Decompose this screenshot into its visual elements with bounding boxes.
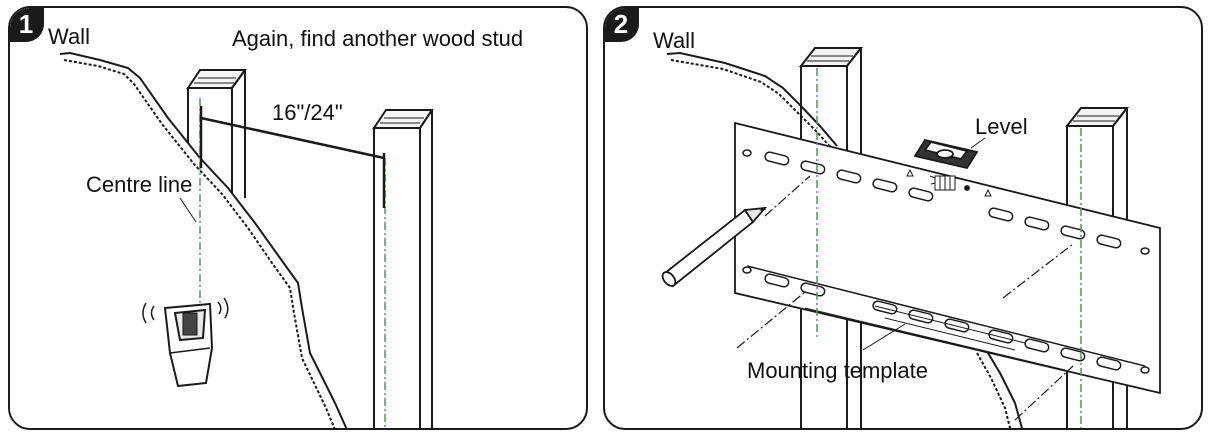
wall-label: Wall — [653, 28, 695, 53]
level-label: Level — [975, 114, 1028, 139]
step-1-panel: 1 — [8, 6, 588, 430]
step-2-panel: 2 — [603, 6, 1203, 430]
step-1-illustration — [10, 8, 434, 428]
stud-spacing-label: 16"/24" — [272, 100, 343, 125]
mounting-template — [734, 121, 1161, 395]
instruction-text: Again, find another wood stud — [232, 26, 524, 51]
step-2-badge: 2 — [605, 8, 639, 42]
stud-finder-icon — [142, 297, 229, 388]
stud-spacing-marker — [199, 106, 386, 208]
wood-stud-2 — [372, 109, 434, 428]
mounting-template-label: Mounting template — [747, 358, 928, 383]
drill-guide-lines — [736, 175, 1074, 421]
centre-line-leader — [179, 197, 197, 223]
level-icon — [913, 138, 979, 191]
level-leader — [970, 137, 986, 149]
template-leader — [862, 323, 906, 351]
centre-line-label: Centre line — [86, 172, 193, 197]
step-1-badge: 1 — [10, 8, 44, 42]
wall-cutaway — [10, 8, 348, 428]
wall-label: Wall — [48, 24, 90, 49]
pencil-icon — [661, 206, 768, 288]
step-2-illustration — [661, 47, 1161, 428]
